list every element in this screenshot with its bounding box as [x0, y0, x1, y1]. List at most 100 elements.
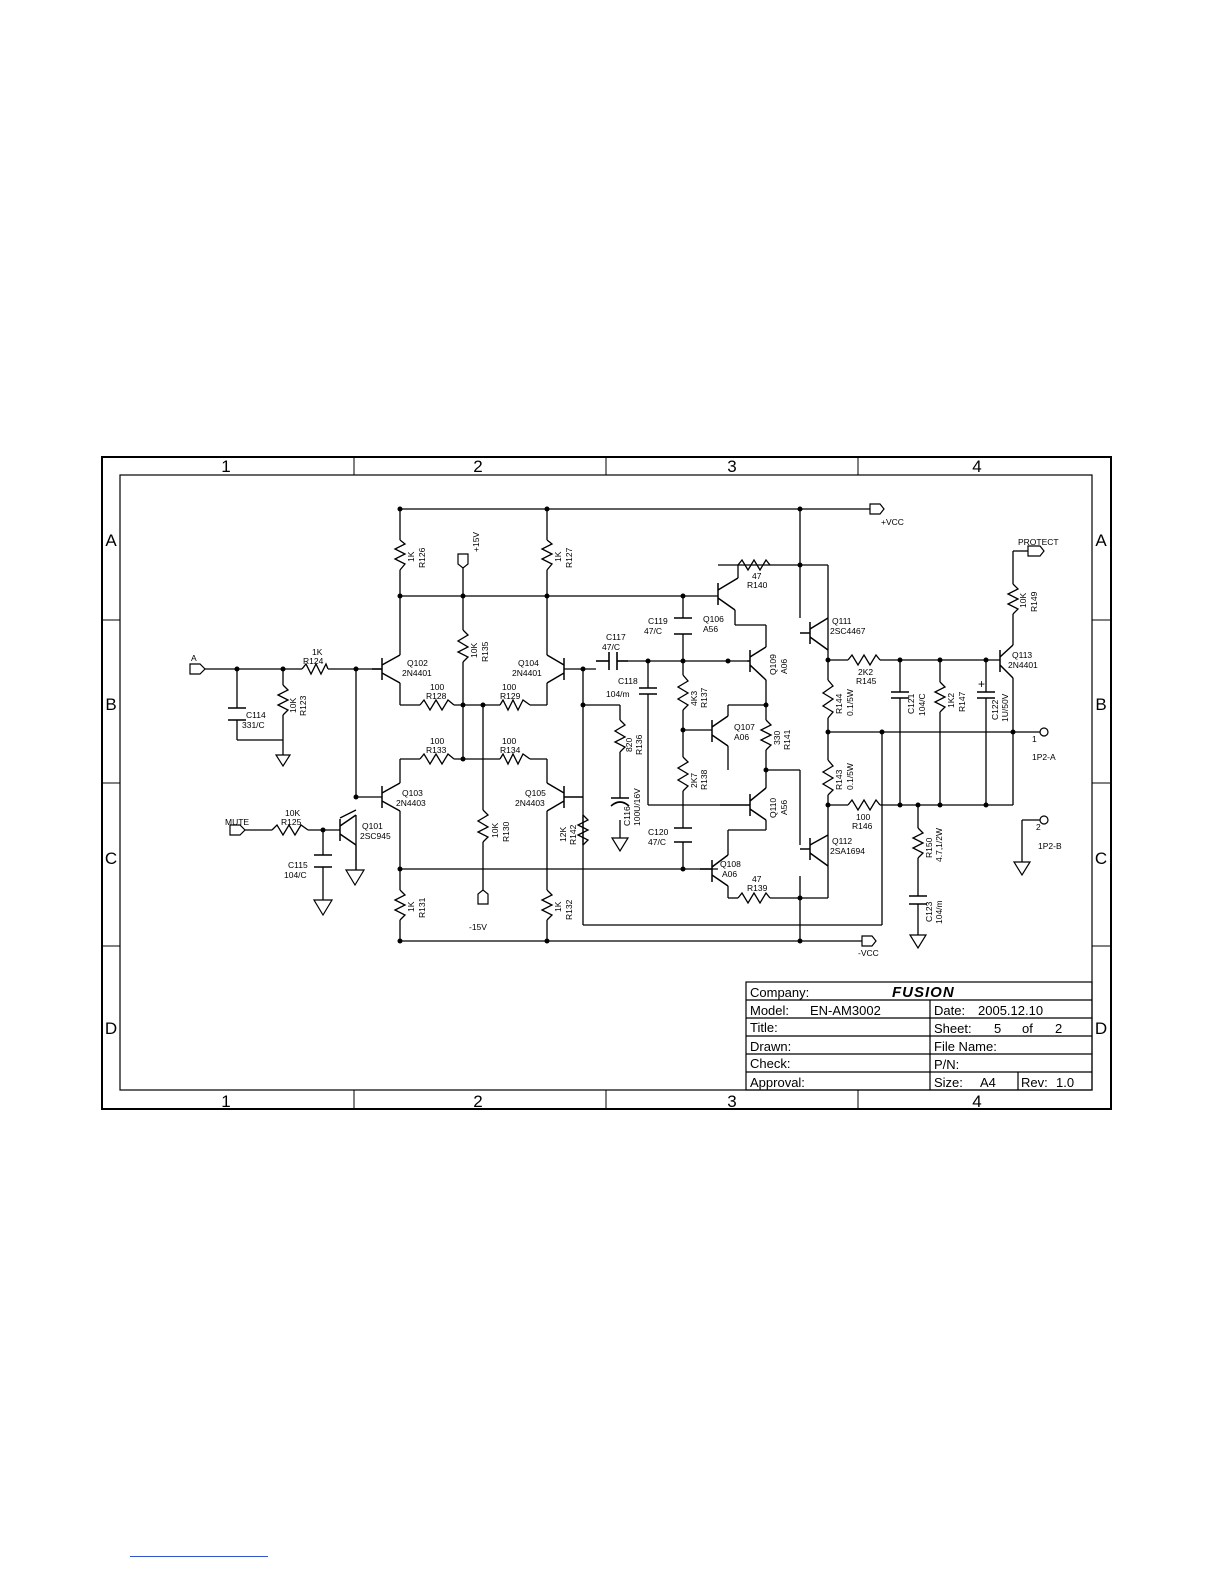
label-c114-ref: C114: [246, 710, 266, 720]
label-q108-ref: Q108: [720, 859, 741, 869]
transistor-q109: [747, 646, 767, 681]
zone-row-b-left: B: [105, 695, 116, 714]
resistor-r143: [821, 759, 835, 796]
zone-row-a-right: A: [1095, 531, 1107, 550]
zone-col-1-bottom: 1: [221, 1092, 230, 1111]
resistor-r150: [911, 827, 925, 859]
zone-col-4-top: 4: [972, 457, 981, 476]
title-block-check-label: Check:: [750, 1056, 790, 1071]
zone-row-b-right: B: [1095, 695, 1106, 714]
title-block-rev-value: 1.0: [1056, 1075, 1074, 1090]
label-q113-part: 2N4401: [1008, 660, 1038, 670]
resistor-symbols: [271, 539, 1020, 921]
ground-icon: [1012, 861, 1032, 877]
label-r124-ref: R124: [303, 656, 324, 666]
company-logo: FUSION: [892, 984, 955, 1001]
transistor-q105: [546, 782, 583, 812]
label-q111-ref: Q111: [832, 616, 852, 626]
label-c117-value: 47/C: [602, 642, 620, 652]
label-r145-value: 2K2: [858, 667, 873, 677]
resistor-r141: [759, 719, 773, 751]
resistor-r133: [419, 752, 455, 766]
zone-col-2-top: 2: [473, 457, 482, 476]
resistor-r129: [499, 698, 531, 712]
resistor-r131: [393, 889, 407, 921]
title-block-file-label: File Name:: [934, 1039, 997, 1054]
label-c120-ref: C120: [648, 827, 669, 837]
label-r147-ref: R147: [957, 691, 967, 712]
resistor-r137: [676, 674, 690, 711]
label-c123-ref: C123: [924, 901, 934, 922]
title-block-approval-label: Approval:: [750, 1075, 805, 1090]
label-r125-value: 10K: [285, 808, 300, 818]
label-q105-part: 2N4403: [515, 798, 545, 808]
label-c123-value: 104/m: [934, 900, 944, 924]
resistor-r128: [419, 698, 455, 712]
label-c121-ref: C121: [906, 693, 916, 714]
ground-icon: [344, 869, 366, 887]
label-c115-value: 104/C: [284, 870, 307, 880]
resistor-r132: [540, 889, 554, 921]
label-q106-ref: Q106: [703, 614, 724, 624]
zone-row-d-left: D: [105, 1019, 117, 1038]
label-r142-ref: R142: [568, 824, 578, 845]
component-labels: A MUTE +VCC -VCC -15V PROTECT 1 1P2-A 2 …: [191, 517, 1062, 958]
label-q101-ref: Q101: [362, 821, 383, 831]
label-r127-ref: R127: [564, 547, 574, 568]
title-block-size-value: A4: [980, 1075, 996, 1090]
capacitor-c121: [891, 691, 909, 699]
label-q107-part: A06: [734, 732, 749, 742]
label-r130-value: 10K: [490, 823, 500, 838]
label-r126-ref: R126: [417, 547, 427, 568]
resistor-r139: [737, 891, 771, 905]
zone-row-c-left: C: [105, 849, 117, 868]
capacitor-c115: [314, 854, 332, 868]
label-protect: PROTECT: [1018, 537, 1059, 547]
label-r150-ref: R150: [924, 837, 934, 858]
title-block-model-label: Model:: [750, 1003, 789, 1018]
resistor-r146: [847, 798, 881, 812]
label-c115-ref: C115: [288, 860, 308, 870]
output-pin-1-icon: [1039, 727, 1049, 737]
label-q109-ref: Q109: [768, 654, 778, 675]
transistor-q102: [372, 654, 401, 684]
title-block-pn-label: P/N:: [934, 1057, 959, 1072]
ground-symbols: [274, 754, 1032, 950]
title-block-sheet-total: 2: [1055, 1021, 1062, 1036]
zone-col-2-bottom: 2: [473, 1092, 482, 1111]
title-block-model-value: EN-AM3002: [810, 1003, 881, 1018]
capacitor-c116: [610, 797, 630, 807]
label-r134-value: 100: [502, 736, 516, 746]
label-c118-ref: C118: [618, 676, 638, 686]
label-r128-value: 100: [430, 682, 444, 692]
label-r150-value: 4.7,1/2W: [934, 828, 944, 862]
label-c119-ref: C119: [648, 616, 668, 626]
transistor-q110: [720, 787, 767, 821]
capacitor-c120: [674, 827, 692, 843]
resistor-r130: [476, 809, 490, 843]
label-r139-value: 47: [752, 874, 762, 884]
label-q112-ref: Q112: [832, 836, 852, 846]
label-r129-value: 100: [502, 682, 516, 692]
transistor-q107: [711, 715, 729, 747]
footer-link-underline[interactable]: [130, 1556, 268, 1557]
label-r123-ref: R123: [298, 695, 308, 716]
minus-15v-port-icon: [477, 889, 489, 905]
zone-row-a-left: A: [105, 531, 117, 550]
title-block-rev-label: Rev:: [1021, 1075, 1048, 1090]
title-block-size-label: Size:: [934, 1075, 963, 1090]
title-block-company-label: Company:: [750, 985, 809, 1000]
transistor-q113: [999, 644, 1014, 679]
resistor-r147: [933, 681, 947, 713]
zone-labels: 1 2 3 4 1 2 3 4 A B C D A B C D: [105, 457, 1107, 1111]
c122-polarity-mark: +: [978, 677, 985, 691]
label-r137-value: 4K3: [689, 691, 699, 706]
label-r132-value: 1K: [553, 901, 563, 912]
label-q104-ref: Q104: [518, 658, 539, 668]
label-c122-value: 1U/50V: [1000, 693, 1010, 722]
label-q104-part: 2N4401: [512, 668, 542, 678]
label-r135-ref: R135: [480, 641, 490, 662]
resistor-r140: [737, 558, 771, 572]
capacitor-c114: [228, 707, 246, 721]
capacitor-c119: [674, 617, 692, 635]
